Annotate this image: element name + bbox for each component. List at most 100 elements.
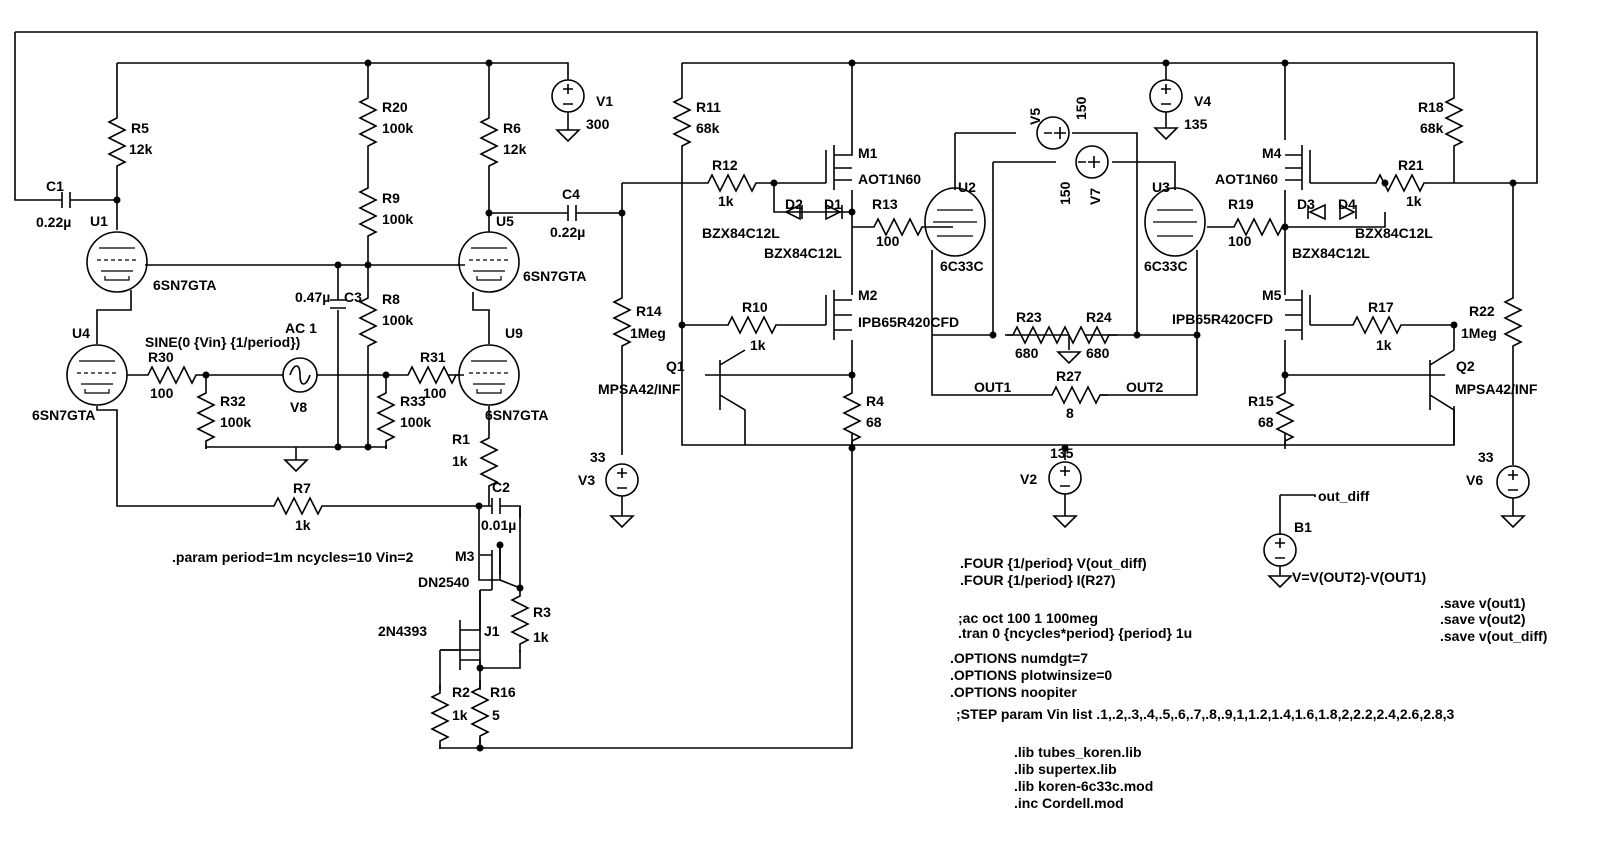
c4-ref: C4 <box>562 186 580 202</box>
r2-ref: R2 <box>452 684 470 700</box>
j1-ref: J1 <box>484 623 500 639</box>
d3-value: BZX84C12L <box>1292 245 1370 261</box>
r14-value: 1Meg <box>630 325 666 341</box>
d2-value: BZX84C12L <box>702 225 780 241</box>
save-directive-3: .save v(out_diff) <box>1440 628 1547 644</box>
r5-ref: R5 <box>131 120 149 136</box>
c4-value: 0.22µ <box>550 224 585 240</box>
r30-value: 100 <box>150 385 174 401</box>
m4-value: AOT1N60 <box>1215 171 1278 187</box>
c3-value: 0.47µ <box>295 289 330 305</box>
u9-value: 6SN7GTA <box>485 407 549 423</box>
r33-value: 100k <box>400 414 431 430</box>
v3-value: 33 <box>590 449 606 465</box>
options-directive-2: .OPTIONS plotwinsize=0 <box>950 667 1112 683</box>
j1-value: 2N4393 <box>378 623 427 639</box>
c3-ref: C3 <box>344 289 362 305</box>
r23-value: 680 <box>1015 345 1039 361</box>
m2-value: IPB65R420CFD <box>858 314 959 330</box>
v7-ref: V7 <box>1087 188 1103 205</box>
v6-value: 33 <box>1478 449 1494 465</box>
r21-value: 1k <box>1406 193 1422 209</box>
m1-ref: M1 <box>858 145 878 161</box>
r22-ref: R22 <box>1469 303 1495 319</box>
v1-ref: V1 <box>596 93 613 109</box>
r33-ref: R33 <box>400 393 426 409</box>
r31-value: 100 <box>423 385 447 401</box>
r1-value: 1k <box>452 453 468 469</box>
v3-ref: V3 <box>578 472 595 488</box>
lib-directive-3: .lib koren-6c33c.mod <box>1014 778 1153 794</box>
out2-label: OUT2 <box>1126 379 1164 395</box>
r20-ref: R20 <box>382 99 408 115</box>
four-directive-1: .FOUR {1/period} V(out_diff) <box>960 555 1147 571</box>
r7-ref: R7 <box>293 480 311 496</box>
r12-ref: R12 <box>712 157 738 173</box>
r11-ref: R11 <box>696 99 721 115</box>
r10-value: 1k <box>750 337 766 353</box>
m3-ref: M3 <box>455 548 475 564</box>
out-diff-label: out_diff <box>1318 488 1370 504</box>
r3-value: 1k <box>533 629 549 645</box>
r6-ref: R6 <box>503 120 521 136</box>
four-directive-2: .FOUR {1/period} I(R27) <box>960 572 1116 588</box>
u9-ref: U9 <box>505 325 523 341</box>
r9-value: 100k <box>382 211 413 227</box>
v6-ref: V6 <box>1466 472 1483 488</box>
r24-value: 680 <box>1086 345 1110 361</box>
r4-value: 68 <box>866 414 882 430</box>
q2-value: MPSA42/INF <box>1455 381 1538 397</box>
r18-value: 68k <box>1420 120 1444 136</box>
r27-ref: R27 <box>1056 368 1082 384</box>
u5-ref: U5 <box>496 213 514 229</box>
tran-directive: .tran 0 {ncycles*period} {period} 1u <box>958 625 1192 641</box>
r13-ref: R13 <box>872 196 898 212</box>
r18-ref: R18 <box>1418 99 1444 115</box>
out1-label: OUT1 <box>974 379 1012 395</box>
r10-ref: R10 <box>742 299 768 315</box>
v5-ref: V5 <box>1027 108 1043 125</box>
r3-ref: R3 <box>533 604 551 620</box>
inc-directive: .inc Cordell.mod <box>1014 795 1124 811</box>
r12-value: 1k <box>718 193 734 209</box>
u2-ref: U2 <box>958 179 976 195</box>
d4-ref: D4 <box>1338 196 1356 212</box>
c2-ref: C2 <box>492 479 510 495</box>
r19-ref: R19 <box>1228 196 1254 212</box>
save-directive-2: .save v(out2) <box>1440 611 1526 627</box>
u4-ref: U4 <box>72 325 90 341</box>
v2-ref: V2 <box>1020 471 1037 487</box>
m2-ref: M2 <box>858 287 878 303</box>
save-directive-1: .save v(out1) <box>1440 595 1526 611</box>
lib-directive-2: .lib supertex.lib <box>1014 761 1117 777</box>
wiring <box>14 31 1538 749</box>
v4-ref: V4 <box>1194 93 1211 109</box>
v7-value: 150 <box>1057 181 1073 205</box>
q2-ref: Q2 <box>1456 358 1475 374</box>
c2-value: 0.01µ <box>481 517 516 533</box>
ac-directive: ;ac oct 100 1 100meg <box>958 610 1098 626</box>
r5-value: 12k <box>129 141 153 157</box>
v1-value: 300 <box>586 116 610 132</box>
r4-ref: R4 <box>866 393 884 409</box>
vacuum-tubes <box>66 187 1206 406</box>
v5-value: 150 <box>1073 96 1089 120</box>
r22-value: 1Meg <box>1461 325 1497 341</box>
c1-ref: C1 <box>46 178 64 194</box>
r13-value: 100 <box>876 233 900 249</box>
r27-value: 8 <box>1066 405 1074 421</box>
param-directive: .param period=1m ncycles=10 Vin=2 <box>172 549 414 565</box>
d1-ref: D1 <box>824 196 842 212</box>
u5-value: 6SN7GTA <box>523 268 587 284</box>
v8-value: SINE(0 {Vin} {1/period}) <box>145 334 300 350</box>
r2-value: 1k <box>452 707 468 723</box>
r7-value: 1k <box>295 517 311 533</box>
b1-ref: B1 <box>1294 519 1312 535</box>
capacitors <box>48 192 590 514</box>
r16-value: 5 <box>492 707 500 723</box>
r8-ref: R8 <box>382 291 400 307</box>
u3-ref: U3 <box>1152 179 1170 195</box>
lib-directive-1: .lib tubes_koren.lib <box>1014 744 1142 760</box>
r19-value: 100 <box>1228 233 1252 249</box>
